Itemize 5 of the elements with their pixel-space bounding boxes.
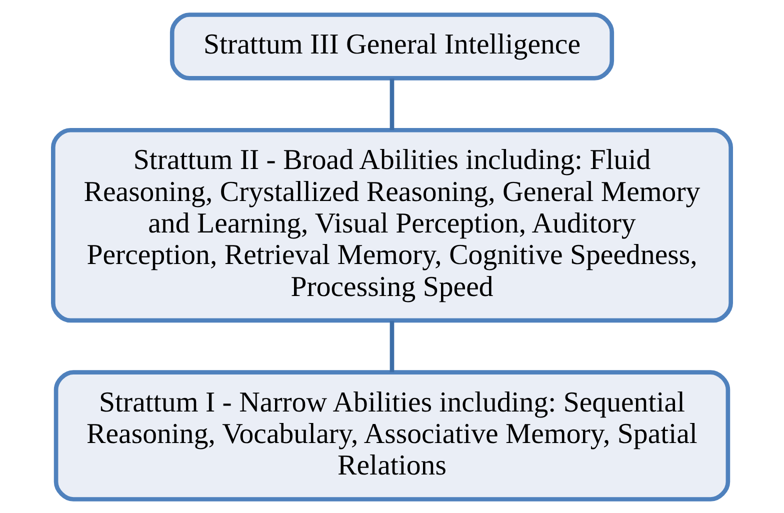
node-box: Strattum III General Intelligence (170, 12, 614, 80)
connector (390, 320, 394, 372)
node-box: Strattum II - Broad Abilities including: Fluid Reasoning, Crystallized Reasoning, General Memory and Learning, Visual Perception, Auditory Perception, Retrieval Memory, Cognitive Speedness, Processing Speed (51, 127, 733, 322)
node-box: Strattum I - Narrow Abilities including: Sequential Reasoning, Vocabulary, Associative Memory, Spatial Relations (54, 370, 730, 501)
connector (390, 78, 394, 130)
